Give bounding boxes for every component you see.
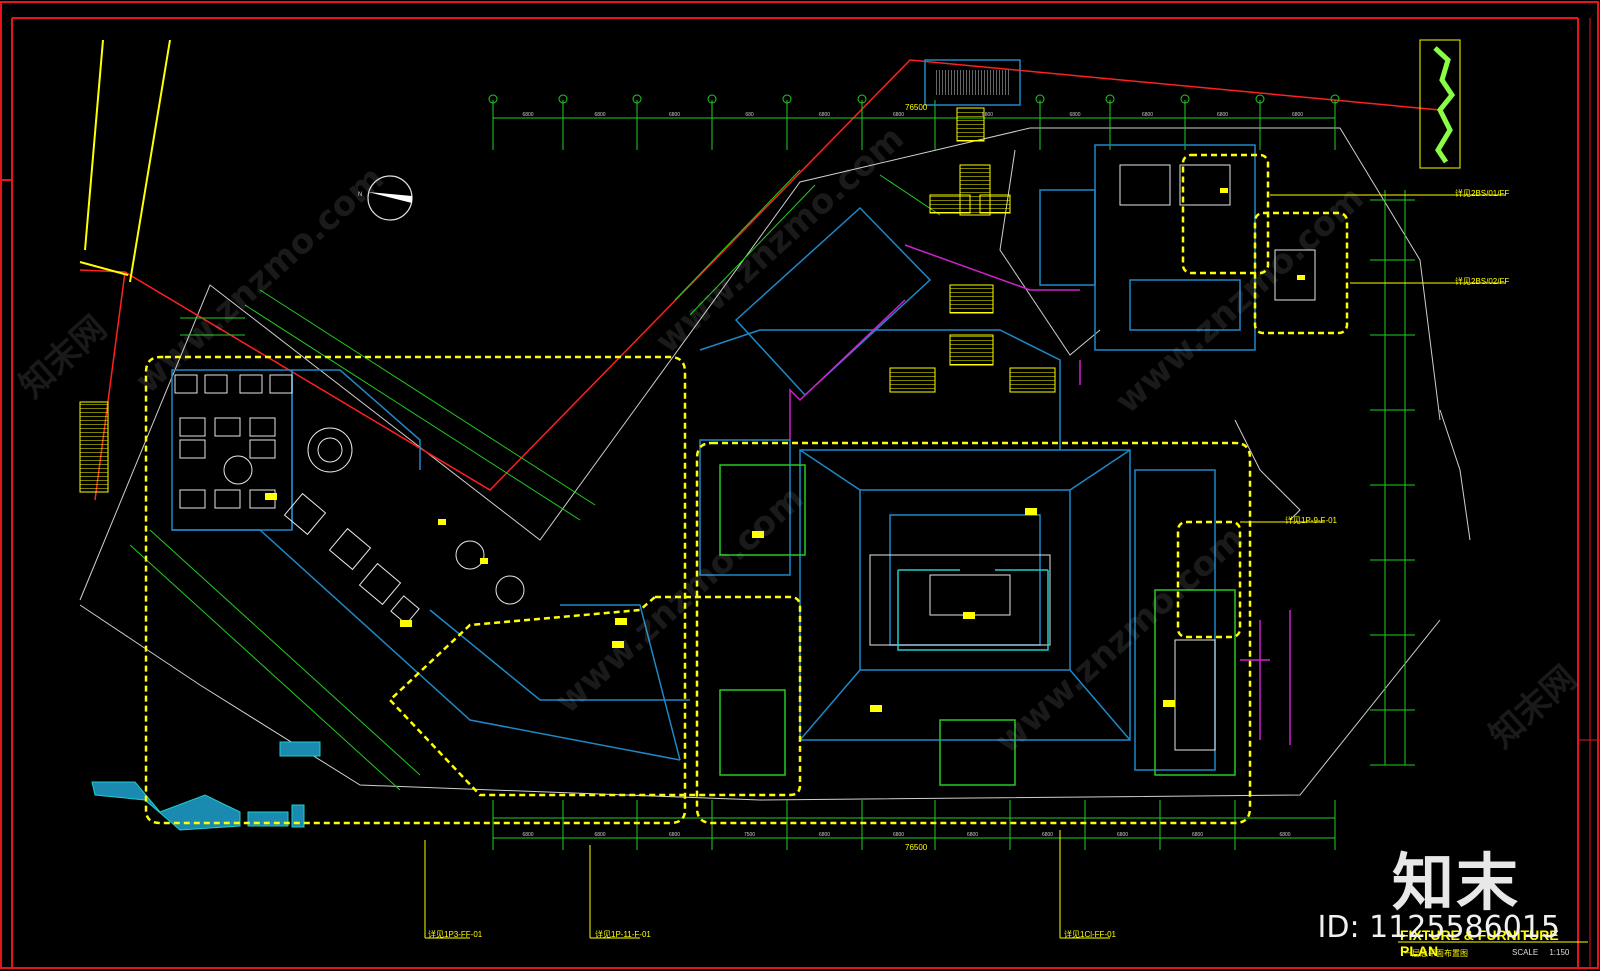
walls <box>699 144 1256 771</box>
drawing-scale: SCALE 1:150 <box>1512 948 1569 957</box>
road-lines <box>79 39 171 283</box>
watermark-logo: 知末 <box>1391 846 1520 919</box>
top-dimension-label: 6800 <box>982 112 993 118</box>
top-dimension-label: 6800 <box>1069 112 1080 118</box>
top-dimension-label: 6800 <box>669 112 680 118</box>
callout-bottom-right: 详见1Cl-FF-01 <box>1064 930 1117 939</box>
callout-bottom-mid: 详见1P-11-F-01 <box>595 930 651 939</box>
bottom-dimension-label: 6800 <box>967 832 978 838</box>
drawing-subtitle: 一层总平面布置图 <box>1404 949 1468 958</box>
furniture <box>174 164 1316 751</box>
watermark-id: ID: 1125586015 <box>1317 910 1560 945</box>
top-dimension-label: 6800 <box>1292 112 1303 118</box>
cyan-fixtures <box>897 569 1049 651</box>
bottom-dimension-label: 6800 <box>1117 832 1128 838</box>
bottom-dimension-label: 6800 <box>522 832 533 838</box>
bottom-dimension-label: 6800 <box>669 832 680 838</box>
room-tags <box>265 188 1305 712</box>
top-dimension-label: 680 <box>745 112 754 118</box>
top-dimension-label: 6800 <box>1217 112 1228 118</box>
entrance-ramp <box>91 741 321 831</box>
callout-room-b: 详见2BS/02/FF <box>1455 277 1510 286</box>
green-rooms <box>719 464 1236 786</box>
left-wing <box>171 369 690 761</box>
callout-bottom-left: 详见1P3-FF-01 <box>428 930 483 939</box>
scale-value: 1:150 <box>1549 948 1570 957</box>
top-dimension-label: 6800 <box>819 112 830 118</box>
stair-hatches <box>79 107 1056 493</box>
partitions <box>789 244 1291 745</box>
grid-right <box>1370 190 1415 766</box>
landscape-lines <box>1234 409 1471 541</box>
overall-dimension-bottom: 76500 <box>905 843 928 852</box>
drawing-title: FIXTURE & FURNITURE PLAN <box>1400 927 1559 959</box>
bottom-dimension-label: 7500 <box>744 832 755 838</box>
top-dimension-label: 6800 <box>594 112 605 118</box>
bottom-dimension-label: 6800 <box>819 832 830 838</box>
grid-top <box>492 100 1336 150</box>
north-arrow: N <box>358 175 413 221</box>
key-plan <box>1419 39 1461 169</box>
highlight-zones <box>144 153 1349 825</box>
bottom-dimension-label: 6800 <box>1192 832 1203 838</box>
bottom-dimension-label: 6800 <box>1279 832 1290 838</box>
grid-bottom <box>492 800 1336 850</box>
overall-dimension-top: 76500 <box>905 103 928 112</box>
callout-leaders <box>424 194 1588 943</box>
frame-inner <box>1578 18 1600 968</box>
site-boundary <box>79 127 1441 801</box>
top-dimension-label: 6800 <box>893 112 904 118</box>
top-dimension-label: 6800 <box>1142 112 1153 118</box>
bottom-dimension-label: 6800 <box>893 832 904 838</box>
bottom-dimension-label: 6800 <box>1042 832 1053 838</box>
grid-top-bubbles <box>488 94 1340 104</box>
top-dimension-label: 6800 <box>522 112 533 118</box>
scale-label: SCALE <box>1512 948 1539 957</box>
callout-stair: 详见1P-9-F-01 <box>1285 516 1338 525</box>
svg-text:N: N <box>358 192 362 198</box>
grid-diagonal <box>129 169 941 791</box>
roof-block <box>924 59 1021 106</box>
callout-room-a: 详见2BS/01/FF <box>1455 189 1510 198</box>
bottom-dimension-label: 6800 <box>594 832 605 838</box>
